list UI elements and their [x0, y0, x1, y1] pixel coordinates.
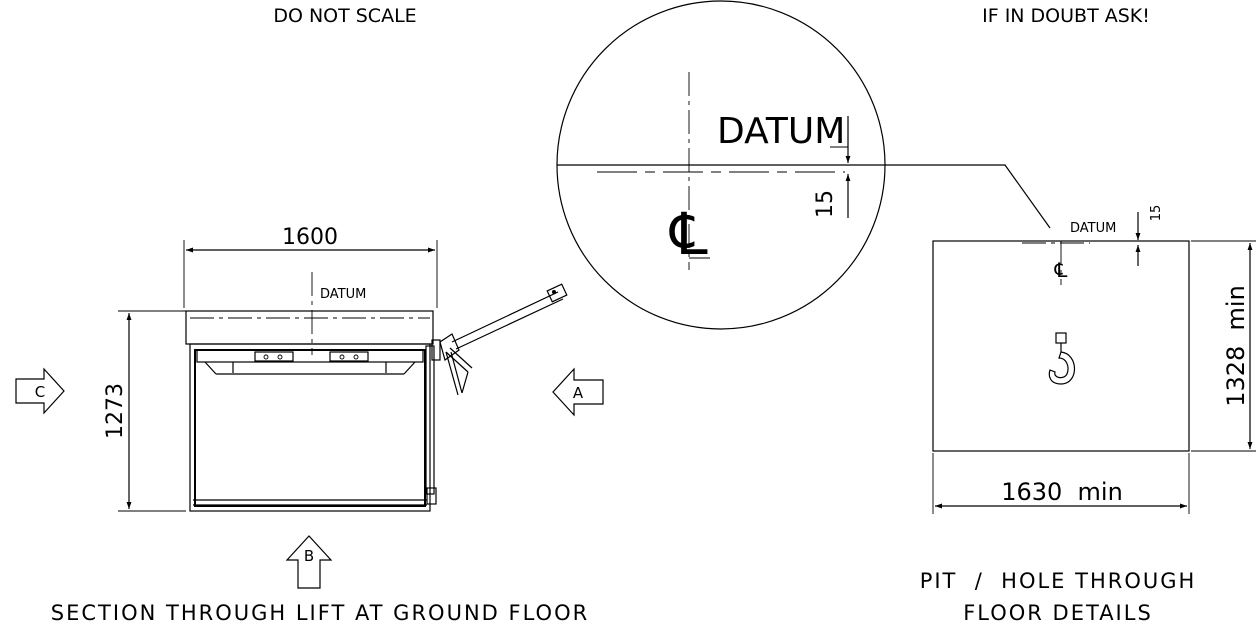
lifting-hook-icon: [1048, 332, 1075, 385]
pit-caption-line2: FLOOR DETAILS: [963, 601, 1153, 625]
detail-circle: ℄ DATUM 15: [556, 0, 1051, 330]
detail-centerline-symbol: ℄: [668, 200, 707, 268]
view-arrow-b: B: [285, 535, 333, 589]
hinge-arm: [431, 283, 568, 396]
pit-width-dim: 1630 min: [1001, 478, 1123, 506]
section-datum-label: DATUM: [320, 287, 366, 302]
section-height-dim: 1273: [103, 383, 128, 439]
detail-offset-dim: 15: [813, 190, 838, 218]
note-if-in-doubt: IF IN DOUBT ASK!: [982, 5, 1150, 27]
svg-text:C: C: [35, 383, 45, 401]
pit-centerline-symbol: ℄: [1054, 258, 1068, 282]
svg-text:B: B: [304, 547, 314, 565]
pit-datum-label: DATUM: [1070, 221, 1116, 236]
section-view: 1600 1273 DATUM: [15, 225, 604, 625]
note-do-not-scale: DO NOT SCALE: [273, 5, 416, 27]
pit-caption-line1: PIT / HOLE THROUGH: [920, 569, 1197, 593]
pit-height-dim: 1328 min: [1222, 285, 1250, 407]
section-caption: SECTION THROUGH LIFT AT GROUND FLOOR: [51, 601, 589, 625]
pit-view: DATUM ℄ 15 1630 min 1328 min PIT / HOLE …: [920, 205, 1256, 625]
pit-offset-dim: 15: [1149, 205, 1164, 222]
svg-text:A: A: [573, 384, 584, 402]
view-arrow-a: A: [552, 367, 604, 417]
detail-datum-label: DATUM: [717, 111, 845, 152]
section-width-dim: 1600: [282, 225, 338, 250]
view-arrow-c: C: [15, 367, 65, 415]
